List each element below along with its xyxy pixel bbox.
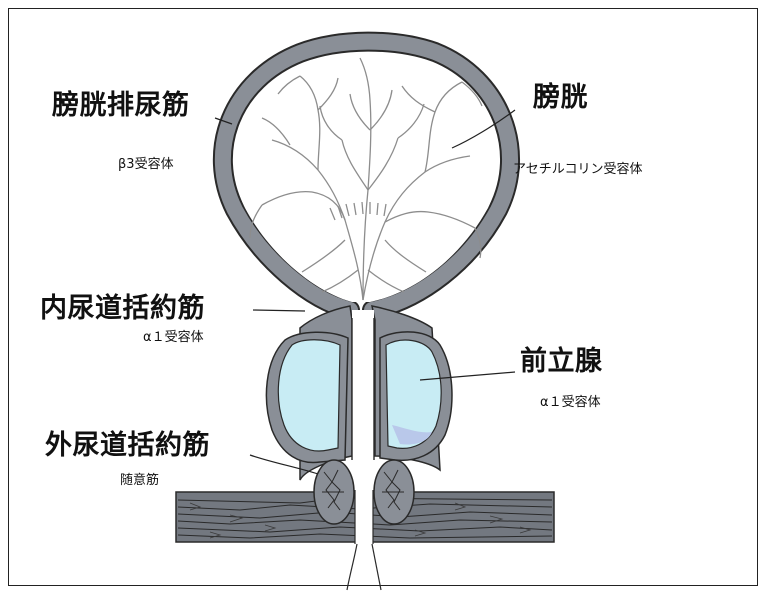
leader-internal xyxy=(253,310,305,311)
label-internal-sphincter: 内尿道括約筋 xyxy=(40,295,205,322)
label-external-sphincter: 外尿道括約筋 xyxy=(45,432,210,459)
label-prostate: 前立腺 xyxy=(520,348,603,375)
label-bladder-receptor: アセチルコリン受容体 xyxy=(513,163,642,176)
urethra-outlet xyxy=(347,544,381,590)
label-detrusor-receptor: β3受容体 xyxy=(118,158,174,171)
label-detrusor: 膀胱排尿筋 xyxy=(52,92,190,119)
pelvic-floor-muscle xyxy=(176,490,554,544)
label-external-type: 随意筋 xyxy=(120,474,159,487)
label-internal-receptor: α１受容体 xyxy=(143,331,204,344)
label-prostate-receptor: α１受容体 xyxy=(540,396,601,409)
prostatic-urethra xyxy=(352,310,374,460)
label-bladder: 膀胱 xyxy=(533,84,588,111)
